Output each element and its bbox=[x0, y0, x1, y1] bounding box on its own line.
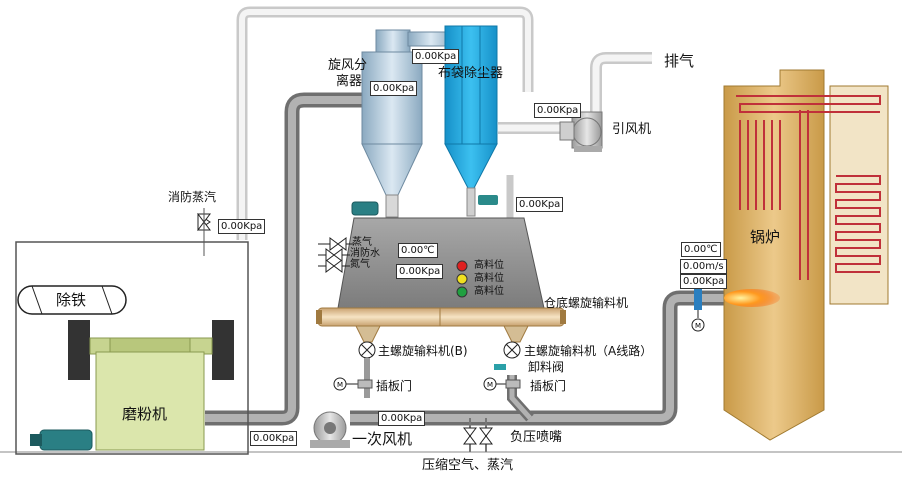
negative-nozzle-label: 负压喷嘴 bbox=[510, 430, 563, 445]
primary-fan-label: 一次风机 bbox=[352, 430, 413, 448]
main-screw-b-label: 主螺旋输料机(B) bbox=[378, 344, 468, 358]
readout-silo-temp: 0.00℃ bbox=[398, 243, 438, 258]
readout-burner-speed: 0.00m/s bbox=[680, 259, 727, 274]
cyclone-label-line1: 旋风分 bbox=[328, 58, 368, 73]
discharge-valve-label: 卸料阀 bbox=[528, 360, 565, 374]
grinding-mill[interactable] bbox=[30, 320, 234, 451]
motor-symbol-a: M bbox=[487, 381, 493, 389]
baghouse-collector[interactable] bbox=[444, 25, 498, 217]
readout-baghouse-inlet: 0.00Kpa bbox=[412, 49, 460, 64]
readout-burner-temp: 0.00℃ bbox=[681, 242, 721, 257]
discharge-valve[interactable] bbox=[494, 364, 506, 370]
fire-water-label: 消防水 bbox=[350, 248, 380, 259]
level-label-2: 高料位 bbox=[474, 273, 504, 284]
screw-feeder-a[interactable] bbox=[503, 341, 521, 359]
readout-cyclone-inlet: 0.00Kpa bbox=[370, 81, 418, 96]
steam-label: 蒸气 bbox=[352, 237, 372, 248]
nozzle-valves[interactable] bbox=[463, 427, 493, 445]
level-label-3: 高料位 bbox=[474, 286, 504, 297]
level-lamp-3 bbox=[456, 286, 468, 298]
silo-inlet-valves[interactable] bbox=[318, 237, 354, 273]
compressed-air-steam-label: 压缩空气、蒸汽 bbox=[422, 458, 514, 473]
boiler[interactable] bbox=[723, 69, 889, 441]
readout-primary-fan-outlet: 0.00Kpa bbox=[378, 411, 426, 426]
bin-bottom-screw[interactable] bbox=[316, 307, 566, 343]
readout-silo-pressure: 0.00Kpa bbox=[396, 264, 444, 279]
level-lamp-1 bbox=[456, 260, 468, 272]
readout-burner-pressure: 0.00Kpa bbox=[680, 274, 728, 289]
cyclone-rotary-motor bbox=[351, 201, 379, 216]
iron-removal-conveyor[interactable] bbox=[17, 285, 127, 315]
boiler-label: 锅炉 bbox=[750, 228, 781, 246]
mill-enclosure bbox=[15, 241, 249, 455]
burner-motor[interactable] bbox=[691, 286, 705, 332]
main-screw-a-label: 主螺旋输料机（A线路） bbox=[524, 344, 653, 358]
baghouse-label: 布袋除尘器 bbox=[438, 66, 504, 81]
screw-feeder-b[interactable] bbox=[358, 341, 376, 398]
iron-removal-label: 除铁 bbox=[56, 291, 87, 309]
gate-valve-b[interactable] bbox=[333, 377, 373, 391]
motor-symbol-b: M bbox=[337, 381, 343, 389]
bin-bottom-screw-label: 仓底螺旋输料机 bbox=[544, 296, 629, 310]
gate-valve-a[interactable] bbox=[483, 377, 521, 391]
nitrogen-label: 氮气 bbox=[350, 259, 370, 270]
primary-fan[interactable] bbox=[310, 411, 350, 448]
readout-fire-steam-line: 0.00Kpa bbox=[218, 219, 266, 234]
fire-steam-valve[interactable] bbox=[197, 208, 211, 256]
fire-steam-label: 消防蒸汽 bbox=[168, 190, 217, 204]
mill-label: 磨粉机 bbox=[122, 405, 168, 423]
readout-baghouse-outlet: 0.00Kpa bbox=[516, 197, 564, 212]
induced-draft-fan[interactable] bbox=[559, 111, 603, 152]
burner-motor-symbol: M bbox=[695, 322, 701, 330]
induced-fan-label: 引风机 bbox=[612, 122, 652, 137]
cyclone-separator[interactable] bbox=[361, 29, 455, 218]
readout-fan-inlet: 0.00Kpa bbox=[534, 103, 582, 118]
exhaust-label: 排气 bbox=[664, 52, 695, 70]
level-lamp-2 bbox=[456, 273, 468, 285]
burner-flame bbox=[724, 289, 780, 307]
level-label-1: 高料位 bbox=[474, 260, 504, 271]
gate-b-label: 插板门 bbox=[376, 379, 413, 393]
readout-mill-outlet: 0.00Kpa bbox=[250, 431, 298, 446]
gate-a-label: 插板门 bbox=[530, 379, 567, 393]
exhaust-pipe bbox=[590, 52, 652, 125]
cyclone-label-line2: 离器 bbox=[336, 74, 363, 89]
